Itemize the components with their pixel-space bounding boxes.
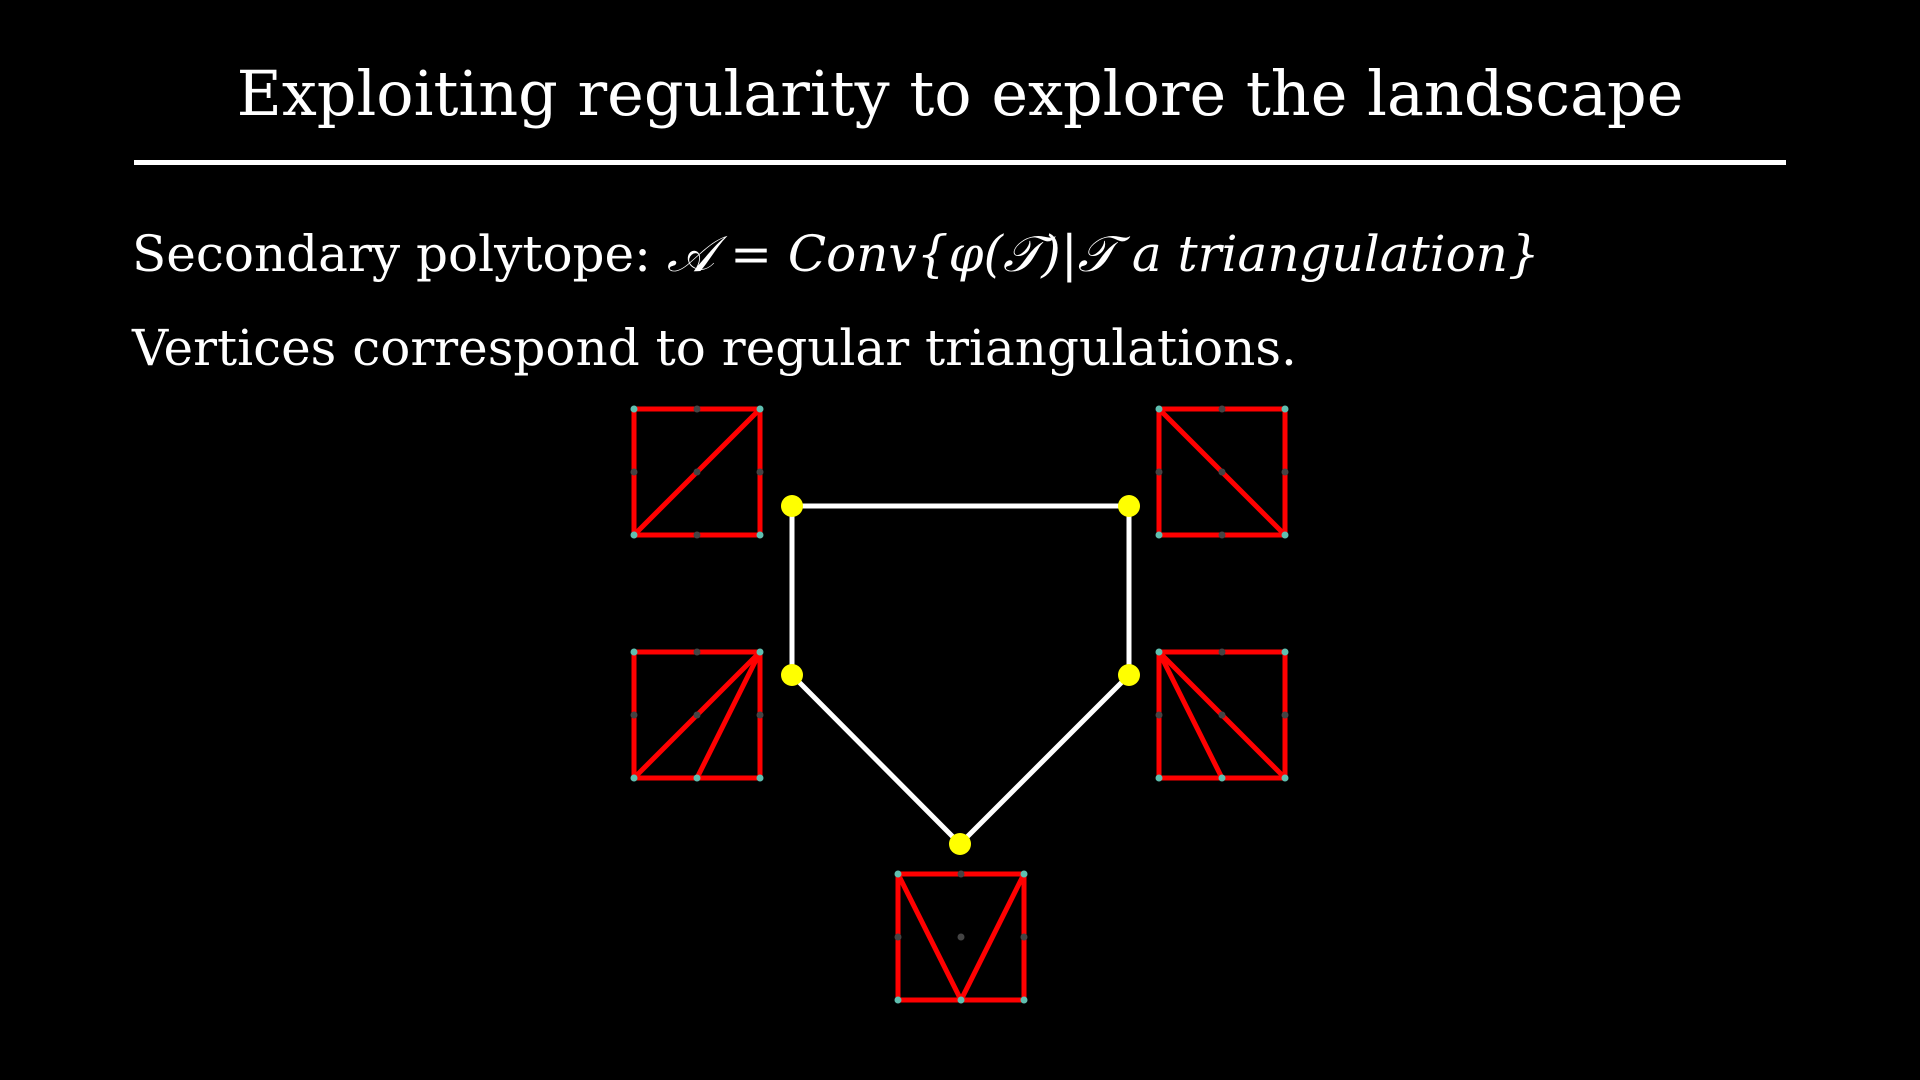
lattice-point	[1281, 405, 1289, 413]
lattice-point	[693, 468, 701, 476]
secondary-polytope-label: Secondary polytope:	[132, 225, 667, 283]
lattice-point	[1155, 531, 1163, 539]
lattice-point	[693, 774, 701, 782]
lattice-point	[1155, 405, 1163, 413]
lattice-point	[630, 468, 638, 476]
lattice-point	[1020, 870, 1028, 878]
lattice-point	[1218, 774, 1226, 782]
triangulation-squares	[630, 405, 1289, 1004]
lattice-point	[1281, 774, 1289, 782]
polytope-vertex-top-left	[781, 495, 803, 517]
lattice-point	[894, 933, 902, 941]
lattice-point	[756, 648, 764, 656]
lattice-point	[1218, 531, 1226, 539]
secondary-polytope-formula: 𝒜 = Conv{φ(𝒯)|𝒯 a triangulation}	[666, 225, 1540, 283]
triangulation-bottom	[894, 870, 1028, 1004]
secondary-polytope-line: Secondary polytope: 𝒜 = Conv{φ(𝒯)|𝒯 a tr…	[132, 222, 1540, 286]
lattice-point	[630, 405, 638, 413]
lattice-point	[1218, 468, 1226, 476]
triangulation-edge	[895, 871, 964, 1003]
lattice-point	[630, 774, 638, 782]
polytope-vertex-top-right	[1118, 495, 1140, 517]
triangulation-edge	[1156, 649, 1225, 781]
lattice-point	[957, 933, 965, 941]
lattice-point	[1281, 468, 1289, 476]
lattice-point	[1281, 648, 1289, 656]
lattice-point	[756, 468, 764, 476]
lattice-point	[1020, 996, 1028, 1004]
lattice-point	[756, 531, 764, 539]
lattice-point	[1218, 711, 1226, 719]
lattice-point	[630, 711, 638, 719]
triangulation-edge	[958, 871, 1027, 1003]
polytope-edge	[957, 672, 1132, 847]
polytope-vertex-right	[1118, 664, 1140, 686]
polytope-edge	[789, 672, 963, 847]
lattice-point	[894, 870, 902, 878]
lattice-point	[894, 996, 902, 1004]
triangulation-middle-left	[630, 648, 764, 782]
lattice-point	[1281, 531, 1289, 539]
title-rule	[134, 160, 1786, 165]
lattice-point	[1155, 711, 1163, 719]
lattice-point	[693, 648, 701, 656]
polytope-vertex-bottom	[949, 833, 971, 855]
lattice-point	[693, 531, 701, 539]
polytope-edges	[789, 503, 1132, 847]
lattice-point	[1020, 933, 1028, 941]
lattice-point	[756, 774, 764, 782]
lattice-point	[1218, 648, 1226, 656]
polytope-vertex-left	[781, 664, 803, 686]
lattice-point	[1155, 648, 1163, 656]
lattice-point	[693, 711, 701, 719]
lattice-point	[756, 711, 764, 719]
vertices-statement: Vertices correspond to regular triangula…	[132, 319, 1297, 377]
lattice-point	[693, 405, 701, 413]
lattice-point	[1218, 405, 1226, 413]
lattice-point	[957, 996, 965, 1004]
lattice-point	[1155, 468, 1163, 476]
triangulation-edge	[694, 649, 763, 781]
triangulation-top-right	[1155, 405, 1289, 539]
lattice-point	[630, 531, 638, 539]
lattice-point	[1281, 711, 1289, 719]
triangulation-top-left	[630, 405, 764, 539]
polytope-vertices	[781, 495, 1140, 855]
slide-title: Exploiting regularity to explore the lan…	[236, 57, 1684, 130]
triangulation-middle-right	[1155, 648, 1289, 782]
lattice-point	[1155, 774, 1163, 782]
lattice-point	[630, 648, 638, 656]
lattice-point	[756, 405, 764, 413]
lattice-point	[957, 870, 965, 878]
